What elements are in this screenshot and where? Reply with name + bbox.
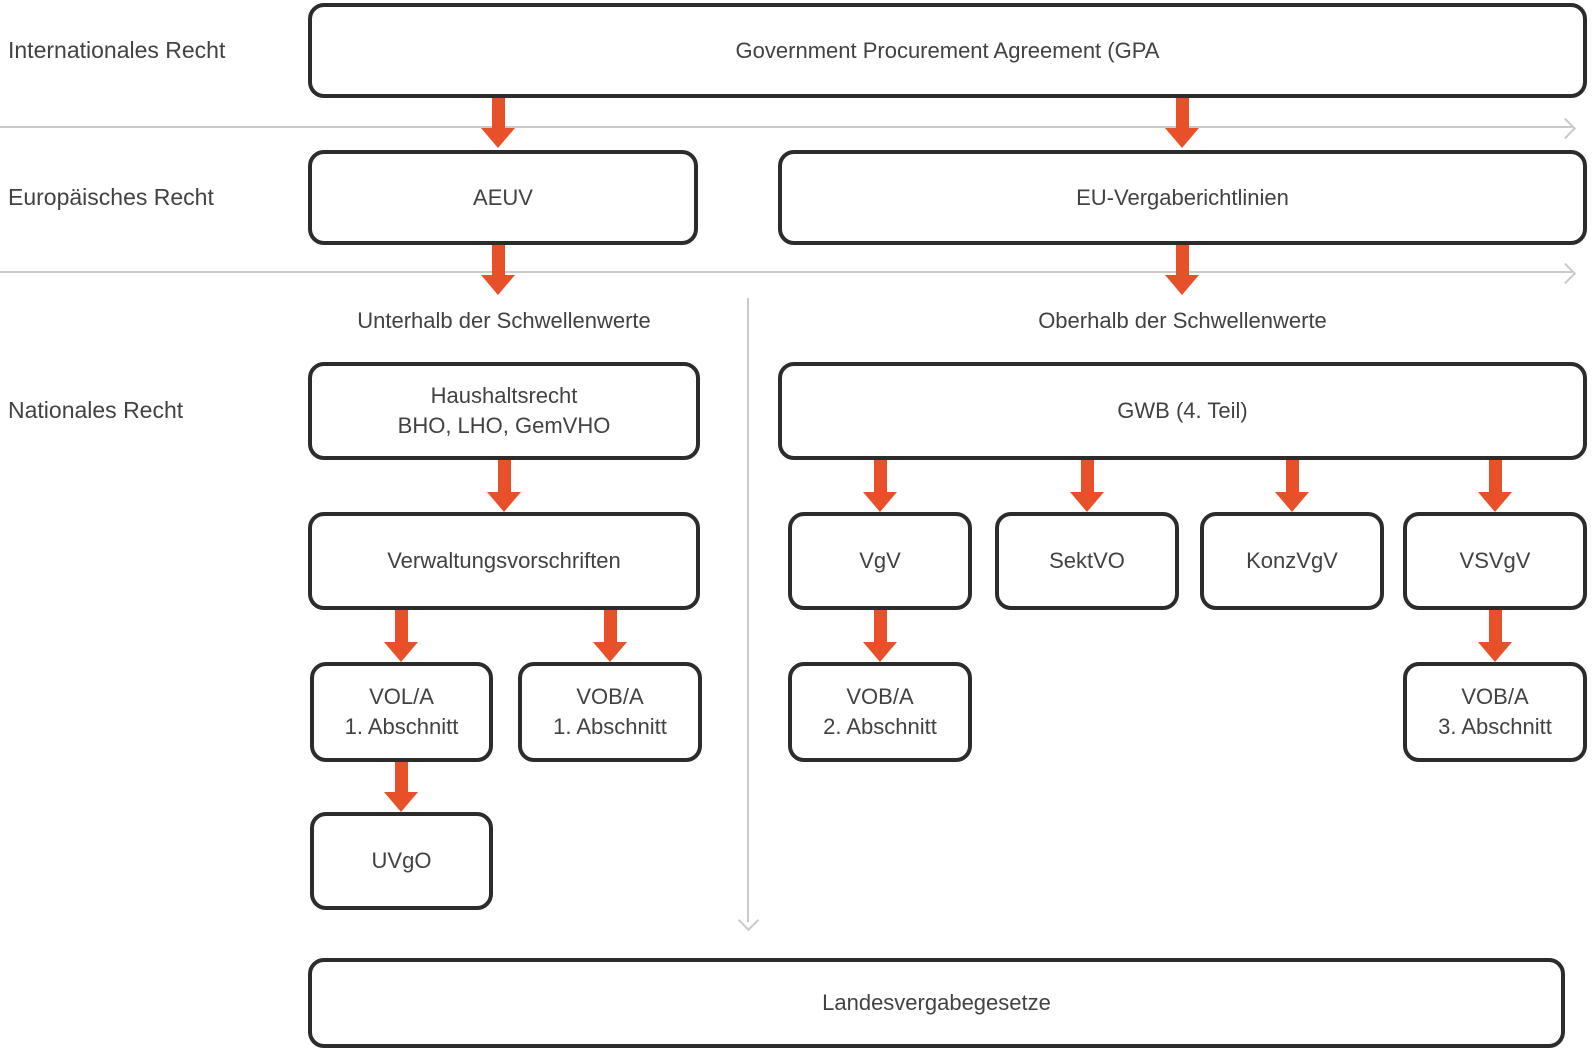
arrow-head-icon <box>481 275 515 295</box>
arrow-head-icon <box>1478 642 1512 662</box>
node-vsvgv: VSVgV <box>1403 512 1587 610</box>
node-konzvgv-label: KonzVgV <box>1246 548 1338 573</box>
arrow-shaft <box>1488 610 1502 642</box>
row-label-international: Internationales Recht <box>8 37 226 63</box>
arrow-gwb-to-vgv <box>863 460 897 512</box>
arrow-head-icon <box>384 642 418 662</box>
arrow-gwb-to-vsvgv <box>1478 460 1512 512</box>
node-voba-1-abschnitt: VOB/A 1. Abschnitt <box>518 662 702 762</box>
node-gwb-label: GWB (4. Teil) <box>1117 398 1248 423</box>
node-sektvo-label: SektVO <box>1049 548 1125 573</box>
section-header-below-thresholds: Unterhalb der Schwellenwerte <box>357 308 651 333</box>
arrow-head-icon <box>1165 128 1199 148</box>
arrow-shaft <box>491 245 505 275</box>
node-eu-directives: EU-Vergaberichtlinien <box>778 150 1587 245</box>
row-label-european: Europäisches Recht <box>8 184 214 210</box>
arrow-shaft <box>497 460 511 492</box>
node-konzvgv: KonzVgV <box>1200 512 1384 610</box>
arrow-head-icon <box>1165 275 1199 295</box>
arrow-shaft <box>1175 245 1189 275</box>
node-vgv-label: VgV <box>859 548 901 573</box>
arrow-vola1-to-uvgo <box>384 762 418 812</box>
node-eu-directives-label: EU-Vergaberichtlinien <box>1076 184 1289 210</box>
arrow-gpa-to-eu-directives <box>1165 98 1199 148</box>
node-landesvergabegesetze: Landesvergabegesetze <box>308 958 1565 1048</box>
arrow-head-icon <box>481 128 515 148</box>
node-sektvo: SektVO <box>995 512 1179 610</box>
node-gpa-label: Government Procurement Agreement (GPA <box>735 37 1160 63</box>
node-aeuv: AEUV <box>308 150 698 245</box>
arrow-gwb-to-konzvgv <box>1275 460 1309 512</box>
node-voba-3-abschnitt: VOB/A 3. Abschnitt <box>1403 662 1587 762</box>
arrow-shaft <box>603 610 617 642</box>
node-voba-2-abschnitt: VOB/A 2. Abschnitt <box>788 662 972 762</box>
arrow-verwaltungsvorschriften-to-voba1 <box>593 610 627 662</box>
node-haushaltsrecht: Haushaltsrecht BHO, LHO, GemVHO <box>308 362 700 460</box>
node-voba-2-line1: VOB/A <box>846 684 914 709</box>
node-gpa: Government Procurement Agreement (GPA <box>308 3 1587 98</box>
arrow-shaft <box>1285 460 1299 492</box>
node-vsvgv-label: VSVgV <box>1459 548 1531 573</box>
node-uvgo-label: UVgO <box>371 848 432 873</box>
node-haushaltsrecht-line2: BHO, LHO, GemVHO <box>397 413 611 438</box>
arrow-shaft <box>1488 460 1502 492</box>
node-vola-1-line1: VOL/A <box>369 684 434 709</box>
row-label-national: Nationales Recht <box>8 397 184 423</box>
node-voba-3-line1: VOB/A <box>1461 684 1529 709</box>
node-vola-1-line2: 1. Abschnitt <box>344 714 459 739</box>
chevron-right-icon <box>1554 117 1577 140</box>
arrow-head-icon <box>1070 492 1104 512</box>
node-aeuv-label: AEUV <box>473 184 533 210</box>
arrow-vgv-to-voba2 <box>863 610 897 662</box>
arrow-head-icon <box>863 642 897 662</box>
arrow-shaft <box>491 98 505 128</box>
arrow-head-icon <box>487 492 521 512</box>
node-gwb: GWB (4. Teil) <box>778 362 1587 460</box>
arrow-head-icon <box>593 642 627 662</box>
node-voba-1-line1: VOB/A <box>576 684 644 709</box>
arrow-shaft <box>1080 460 1094 492</box>
arrow-head-icon <box>384 792 418 812</box>
arrow-haushaltsrecht-to-verwaltungsvorschriften <box>487 460 521 512</box>
arrow-shaft <box>873 460 887 492</box>
arrow-shaft <box>873 610 887 642</box>
node-landesvergabegesetze-label: Landesvergabegesetze <box>822 990 1051 1015</box>
arrow-gpa-to-aeuv <box>481 98 515 148</box>
arrow-head-icon <box>1275 492 1309 512</box>
section-header-above-thresholds: Oberhalb der Schwellenwerte <box>1038 308 1327 333</box>
node-verwaltungsvorschriften-label: Verwaltungsvorschriften <box>387 548 621 573</box>
arrow-aeuv-to-national <box>481 245 515 295</box>
arrow-shaft <box>394 610 408 642</box>
level-divider-arrow-european-national <box>0 262 1577 285</box>
node-verwaltungsvorschriften: Verwaltungsvorschriften <box>308 512 700 610</box>
arrow-head-icon <box>1478 492 1512 512</box>
level-divider-arrow-international-european <box>0 117 1577 140</box>
threshold-divider-arrow <box>737 298 760 932</box>
arrow-shaft <box>1175 98 1189 128</box>
node-voba-1-line2: 1. Abschnitt <box>553 714 667 739</box>
arrow-shaft <box>394 762 408 792</box>
arrow-vsvgv-to-voba3 <box>1478 610 1512 662</box>
chevron-down-icon <box>737 909 760 932</box>
arrow-gwb-to-sektvo <box>1070 460 1104 512</box>
node-vgv: VgV <box>788 512 972 610</box>
node-haushaltsrecht-line1: Haushaltsrecht <box>430 383 578 408</box>
node-voba-2-line2: 2. Abschnitt <box>823 714 937 739</box>
chevron-right-icon <box>1554 262 1577 285</box>
node-vola-1-abschnitt: VOL/A 1. Abschnitt <box>310 662 493 762</box>
arrow-verwaltungsvorschriften-to-vola1 <box>384 610 418 662</box>
node-uvgo: UVgO <box>310 812 493 910</box>
arrow-head-icon <box>863 492 897 512</box>
node-voba-3-line2: 3. Abschnitt <box>1438 714 1552 739</box>
arrow-eu-directives-to-national <box>1165 245 1199 295</box>
